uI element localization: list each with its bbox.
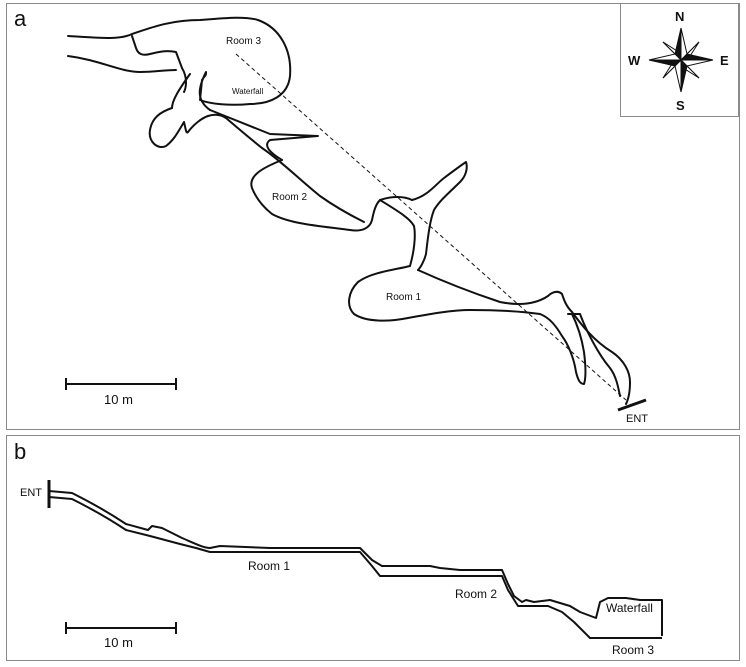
compass-east: E (720, 53, 729, 68)
plan-view (67, 16, 631, 405)
plan-label-room1: Room 1 (386, 292, 421, 303)
plan-passage-middle (379, 199, 631, 405)
plan-side-lobe (148, 107, 227, 148)
plan-passage-upper (209, 109, 319, 161)
plan-survey-line (235, 53, 627, 401)
plan-label-entrance: ENT (626, 413, 648, 425)
plan-ne-spur (411, 161, 468, 271)
profile-scale-label: 10 m (104, 635, 133, 650)
compass-west: W (628, 53, 641, 68)
panel-a-letter: a (14, 6, 27, 31)
plan-room3-inner-wall (131, 35, 187, 93)
profile-label-waterfall: Waterfall (606, 601, 653, 615)
profile-ceiling (48, 490, 663, 636)
profile-label-room2: Room 2 (455, 587, 497, 601)
plan-scale-label: 10 m (104, 392, 133, 407)
compass-rose-icon (648, 27, 714, 93)
plan-room3-outline (67, 16, 292, 111)
profile-label-room1: Room 1 (248, 559, 290, 573)
plan-entrance-pocket (567, 313, 621, 397)
profile-label-room3: Room 3 (612, 643, 654, 657)
panel-b-frame (6, 435, 740, 661)
panel-b-letter: b (14, 439, 26, 464)
panel-a-frame (6, 3, 740, 430)
plan-entrance-marker (617, 398, 647, 412)
compass-north: N (675, 9, 684, 24)
plan-label-room2: Room 2 (272, 192, 307, 203)
plan-label-room3: Room 3 (226, 36, 261, 47)
compass-south: S (676, 98, 685, 113)
plan-scale-bar (65, 378, 177, 390)
plan-label-waterfall: Waterfall (232, 87, 263, 96)
profile-label-entrance: ENT (20, 487, 42, 499)
profile-scale-bar (65, 622, 177, 634)
plan-room1-outline (348, 265, 587, 385)
profile-floor (48, 496, 662, 639)
profile-view (47, 480, 663, 639)
